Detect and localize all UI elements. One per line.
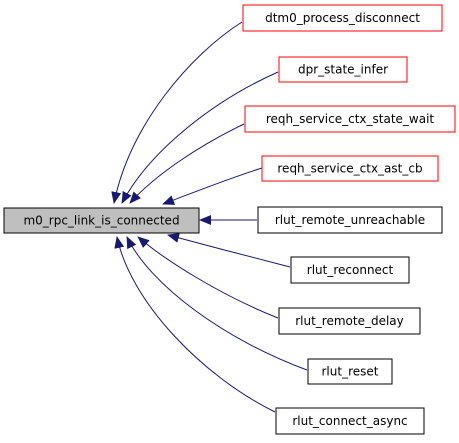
caller-node-rlut-remote-delay[interactable]: rlut_remote_delay (278, 307, 421, 335)
caller-node-label: dtm0_process_disconnect (265, 11, 420, 25)
edge-rlut-remote-delay (137, 236, 279, 319)
edge-reqh-service-ctx-ast-cb (162, 167, 263, 205)
caller-node-rlut-reset[interactable]: rlut_reset (307, 358, 393, 385)
caller-node-label: rlut_reconnect (307, 263, 394, 277)
caller-node-reqh-service-ctx-ast-cb[interactable]: reqh_service_ctx_ast_cb (261, 155, 439, 182)
edge-reqh-service-ctx-state-wait (129, 123, 245, 204)
edge-dtm0-process-disconnect (111, 21, 243, 204)
caller-node-dpr-state-infer[interactable]: dpr_state_infer (278, 56, 408, 83)
caller-node-reqh-service-ctx-state-wait[interactable]: reqh_service_ctx_state_wait (244, 105, 456, 133)
caller-node-label: rlut_remote_unreachable (275, 213, 425, 227)
root-node[interactable]: m0_rpc_link_is_connected (3, 207, 200, 234)
caller-node-label: rlut_reset (322, 365, 379, 379)
caller-node-label: rlut_connect_async (292, 414, 407, 428)
caller-node-dtm0-process-disconnect[interactable]: dtm0_process_disconnect (242, 4, 443, 32)
caller-node-rlut-remote-unreachable[interactable]: rlut_remote_unreachable (257, 206, 443, 234)
edge-rlut-reset (126, 236, 308, 371)
edge-rlut-reconnect (167, 233, 291, 268)
root-node-label: m0_rpc_link_is_connected (23, 214, 179, 228)
caller-node-rlut-reconnect[interactable]: rlut_reconnect (290, 256, 410, 284)
caller-node-rlut-connect-async[interactable]: rlut_connect_async (275, 407, 425, 435)
caller-node-label: reqh_service_ctx_state_wait (266, 112, 435, 126)
caller-node-label: reqh_service_ctx_ast_cb (277, 162, 422, 176)
caller-node-label: rlut_remote_delay (295, 314, 404, 328)
edge-rlut-connect-async (114, 236, 276, 413)
edge-dpr-state-infer (121, 71, 279, 204)
caller-node-label: dpr_state_infer (298, 63, 388, 77)
